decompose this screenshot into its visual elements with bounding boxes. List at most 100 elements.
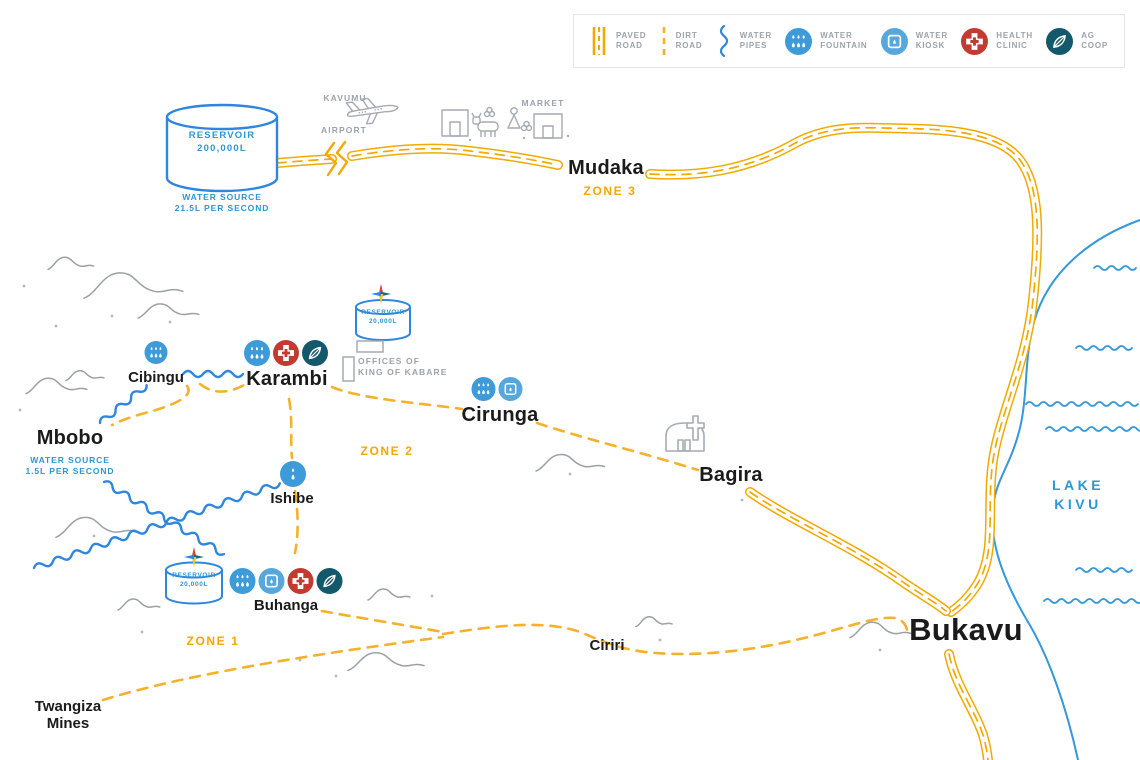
water-kiosk-icon: [881, 28, 908, 55]
cow-icon: [471, 112, 499, 137]
reservoir-title: RESERVOIR: [172, 572, 216, 579]
water-source-text: WATER SOURCE: [182, 192, 262, 202]
health-clinic-icon: [288, 568, 314, 594]
zone-1-label: ZONE 1: [186, 634, 240, 648]
airport-label-bottom: AIRPORT: [321, 125, 367, 136]
mbobo-water-source-label: WATER SOURCE 1.5L PER SECOND: [26, 455, 115, 476]
mountain-icon: [367, 588, 411, 601]
reservoir-buhanga-cylinder: [165, 546, 223, 605]
reservoir-karambi-label: RESERVOIR 20,000L: [361, 309, 405, 326]
water-pipe: [32, 482, 282, 570]
reservoir-title: RESERVOIR: [188, 130, 256, 141]
legend-item-ag-coop: AG COOP: [1046, 28, 1108, 55]
dirt-road: [110, 384, 190, 427]
dirt-road: [330, 385, 464, 411]
legend-label: PAVED: [616, 31, 647, 40]
offices-line1: OFFICES OF: [358, 356, 420, 366]
water-source-rate: 1.5L PER SECOND: [25, 465, 115, 476]
dirt-road: [441, 616, 909, 656]
legend-item-water-fountain: WATER FOUNTAIN: [785, 28, 867, 55]
paved-road: [745, 487, 951, 616]
town-label-cirunga: Cirunga: [461, 404, 539, 426]
cibingu-icons: [145, 341, 168, 364]
offices-label: OFFICES OF KING OF KABARE: [358, 356, 448, 378]
mountain-icon: [635, 615, 673, 628]
airport-label-top: KAVUMU: [323, 93, 366, 104]
legend-item-water-kiosk: WATER KIOSK: [881, 28, 948, 55]
lake-kivu-label: LAKE KIVU: [1052, 476, 1104, 514]
health-clinic-icon: [273, 340, 299, 366]
legend-label: ROAD: [675, 41, 703, 50]
water-pipe-icon: [719, 25, 728, 57]
legend-item-paved-road: PAVED ROAD: [590, 26, 646, 56]
mountain-icon: [65, 369, 105, 382]
town-label-karambi: Karambi: [246, 368, 328, 390]
legend-label: ROAD: [616, 41, 643, 50]
dirt-road: [198, 382, 248, 393]
paved-road: [645, 122, 1043, 617]
paved-roads: [272, 122, 1043, 760]
mountain-icon: [117, 598, 161, 611]
legend-label: AG: [1081, 31, 1095, 40]
zone-2-label: ZONE 2: [360, 444, 414, 458]
road-break-icon: [324, 140, 349, 177]
ishibe-icons: [280, 461, 306, 487]
reservoir-main-cylinder: [165, 103, 279, 193]
water-kiosk-icon: [499, 377, 523, 401]
lake: [991, 219, 1140, 760]
paved-road-icon: [592, 27, 606, 55]
lake-wave-icon: [1075, 567, 1133, 573]
legend-label: FOUNTAIN: [820, 41, 868, 50]
reservoir-capacity: 20,000L: [179, 580, 209, 588]
paved-road: [347, 143, 563, 170]
lake-wave-icon: [1025, 401, 1139, 407]
paved-road: [272, 154, 337, 168]
lake-shoreline: [991, 219, 1140, 760]
zone-3-label: ZONE 3: [583, 184, 637, 198]
mountain-icon: [848, 621, 912, 639]
mountains: [18, 256, 912, 678]
terrain-dots: [18, 284, 882, 678]
buhanga-icons: [230, 568, 343, 594]
water-pipe: [98, 384, 148, 425]
legend-label: WATER: [820, 31, 853, 40]
town-label-ciriri: Ciriri: [589, 637, 625, 654]
offices-buildings-icon: [342, 340, 384, 382]
mines-line1: Twangiza: [34, 698, 102, 715]
lake-wave-icon: [1043, 598, 1140, 604]
town-label-mbobo: Mbobo: [36, 427, 104, 449]
offices-line2: KING OF KABARE: [358, 367, 448, 377]
person-icon: [507, 107, 521, 129]
dirt-road: [293, 489, 299, 555]
ag-coop-icon: [1046, 28, 1073, 55]
water-kiosk-icon: [259, 568, 285, 594]
legend-item-health-clinic: HEALTH CLINIC: [961, 28, 1033, 55]
reservoir-capacity: 200,000L: [197, 143, 247, 154]
water-fountain-icon: [145, 341, 168, 364]
mountain-icon: [24, 377, 89, 395]
reservoir-buhanga-label: RESERVOIR 20,000L: [172, 572, 216, 589]
water-fountain-icon: [280, 461, 306, 487]
mountain-icon: [54, 515, 138, 539]
reservoir-title: RESERVOIR: [361, 309, 405, 316]
lake-wave-icon: [1075, 345, 1133, 351]
dirt-road-icon: [662, 27, 665, 55]
cirunga-icons: [472, 377, 523, 401]
water-fountain-icon: [785, 28, 812, 55]
legend-label: WATER: [915, 31, 948, 40]
water-fountain-icon: [230, 568, 256, 594]
mines-line2: Mines: [46, 714, 90, 732]
reservoir-capacity: 20,000L: [368, 317, 398, 325]
town-label-mudaka: Mudaka: [568, 157, 644, 179]
water-source-rate: 21.5L PER SECOND: [174, 202, 270, 213]
legend-label: WATER: [739, 31, 772, 40]
mountain-icon: [346, 651, 426, 672]
church-icon: [665, 415, 705, 452]
legend-item-water-pipes: WATER PIPES: [716, 25, 772, 57]
legend-item-dirt-road: DIRT ROAD: [660, 26, 703, 56]
mountain-icon: [82, 270, 185, 301]
water-pipe: [181, 369, 245, 379]
legend-label: DIRT: [675, 31, 698, 40]
lake-wave-icon: [1093, 265, 1137, 271]
